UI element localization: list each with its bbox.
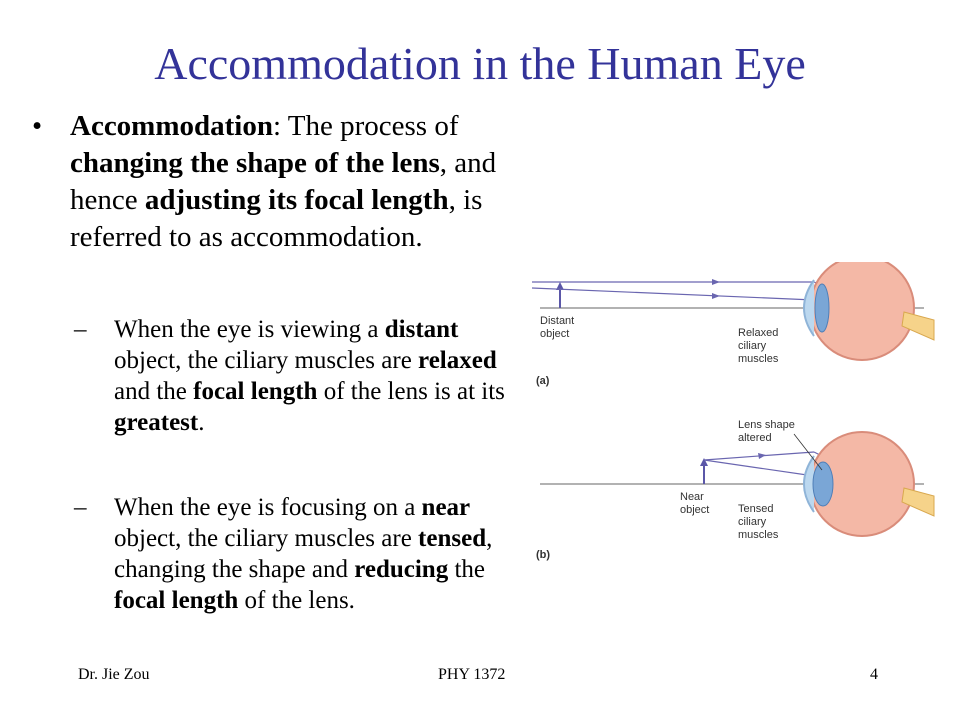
sub-bullet-distant: – When the eye is viewing a distant obje…	[74, 314, 524, 438]
near-object-label: Near	[680, 491, 704, 503]
light-ray	[703, 459, 815, 477]
optic-nerve-a	[901, 311, 935, 341]
relaxed-muscles-label: ciliary	[738, 340, 767, 352]
distant-object-label: Distant	[540, 315, 574, 327]
lens-a	[814, 283, 830, 333]
arrowhead-icon	[556, 282, 564, 290]
bold-fragment: distant	[384, 316, 459, 343]
sub-bullet-text: When the eye is focusing on a near objec…	[114, 492, 524, 616]
bold-fragment: focal length	[114, 587, 239, 614]
text-fragment: object, the ciliary muscles are	[114, 347, 419, 374]
bold-fragment: adjusting its focal length	[144, 184, 449, 216]
bold-fragment: focal length	[193, 378, 318, 405]
lens-shape-label: altered	[738, 432, 772, 444]
panel-b-label: (b)	[536, 549, 550, 561]
lens-shape-label: Lens shape	[738, 419, 795, 431]
panel-a-relaxed: Distant object Relaxed ciliary muscles (…	[532, 262, 935, 387]
text-fragment: the	[448, 556, 485, 583]
cornea-a	[803, 279, 815, 337]
text-fragment: , and hence	[70, 147, 497, 216]
bold-fragment: relaxed	[418, 347, 497, 374]
sub-bullet-text: When the eye is viewing a distant object…	[114, 314, 524, 438]
eye-accommodation-figure: Distant object Relaxed ciliary muscles (…	[532, 262, 935, 561]
text-fragment: When the eye is viewing a	[114, 316, 385, 343]
sub-bullet-dash: –	[74, 494, 87, 521]
term-accommodation: Accommodation	[70, 110, 273, 142]
text-fragment: and the	[114, 378, 194, 405]
footer-author: Dr. Jie Zou	[78, 666, 150, 683]
panel-b-tensed: Lens shape altered Near object Tensed ci…	[536, 419, 935, 561]
relaxed-muscles-label: Relaxed	[738, 327, 778, 339]
panel-a-label: (a)	[536, 375, 550, 387]
bullet-dot: •	[32, 110, 43, 142]
sub-bullet-near: – When the eye is focusing on a near obj…	[74, 492, 524, 616]
bold-fragment: tensed	[418, 525, 487, 552]
near-object-label: object	[680, 504, 709, 516]
text-fragment: of the lens is at its	[317, 378, 505, 405]
main-bullet-text: Accommodation: The process of changing t…	[70, 108, 532, 256]
tensed-muscles-label: Tensed	[738, 503, 773, 515]
lens-b	[812, 461, 834, 507]
bold-fragment: greatest	[114, 409, 199, 436]
footer-page-number: 4	[870, 666, 878, 683]
tensed-muscles-label: ciliary	[738, 516, 767, 528]
cornea-b	[803, 455, 815, 513]
main-bullet: • Accommodation: The process of changing…	[32, 108, 532, 256]
optic-nerve-b	[901, 487, 935, 517]
text-fragment: : The process of	[272, 110, 459, 142]
text-fragment: , is referred to as accommodation.	[70, 184, 483, 253]
relaxed-muscles-label: muscles	[738, 353, 779, 365]
sub-bullet-dash: –	[74, 316, 87, 343]
slide-title: Accommodation in the Human Eye	[154, 38, 806, 89]
leader-line	[793, 433, 823, 471]
text-fragment: , changing the shape and	[114, 525, 493, 583]
arrowhead-icon	[758, 453, 766, 459]
tensed-muscles-label: muscles	[738, 529, 779, 541]
text-fragment: of the lens.	[238, 587, 355, 614]
arrowhead-icon	[712, 293, 720, 299]
bold-fragment: reducing	[354, 556, 449, 583]
text-fragment: When the eye is focusing on a	[114, 494, 422, 521]
bold-fragment: near	[421, 494, 471, 521]
arrowhead-icon	[712, 279, 720, 285]
bold-fragment: changing the shape of the lens	[70, 147, 440, 179]
light-ray	[532, 287, 815, 301]
text-fragment: .	[198, 409, 205, 436]
arrowhead-icon	[700, 458, 708, 466]
text-fragment: object, the ciliary muscles are	[114, 525, 419, 552]
footer-course: PHY 1372	[438, 666, 506, 683]
distant-object-label: object	[540, 328, 569, 340]
